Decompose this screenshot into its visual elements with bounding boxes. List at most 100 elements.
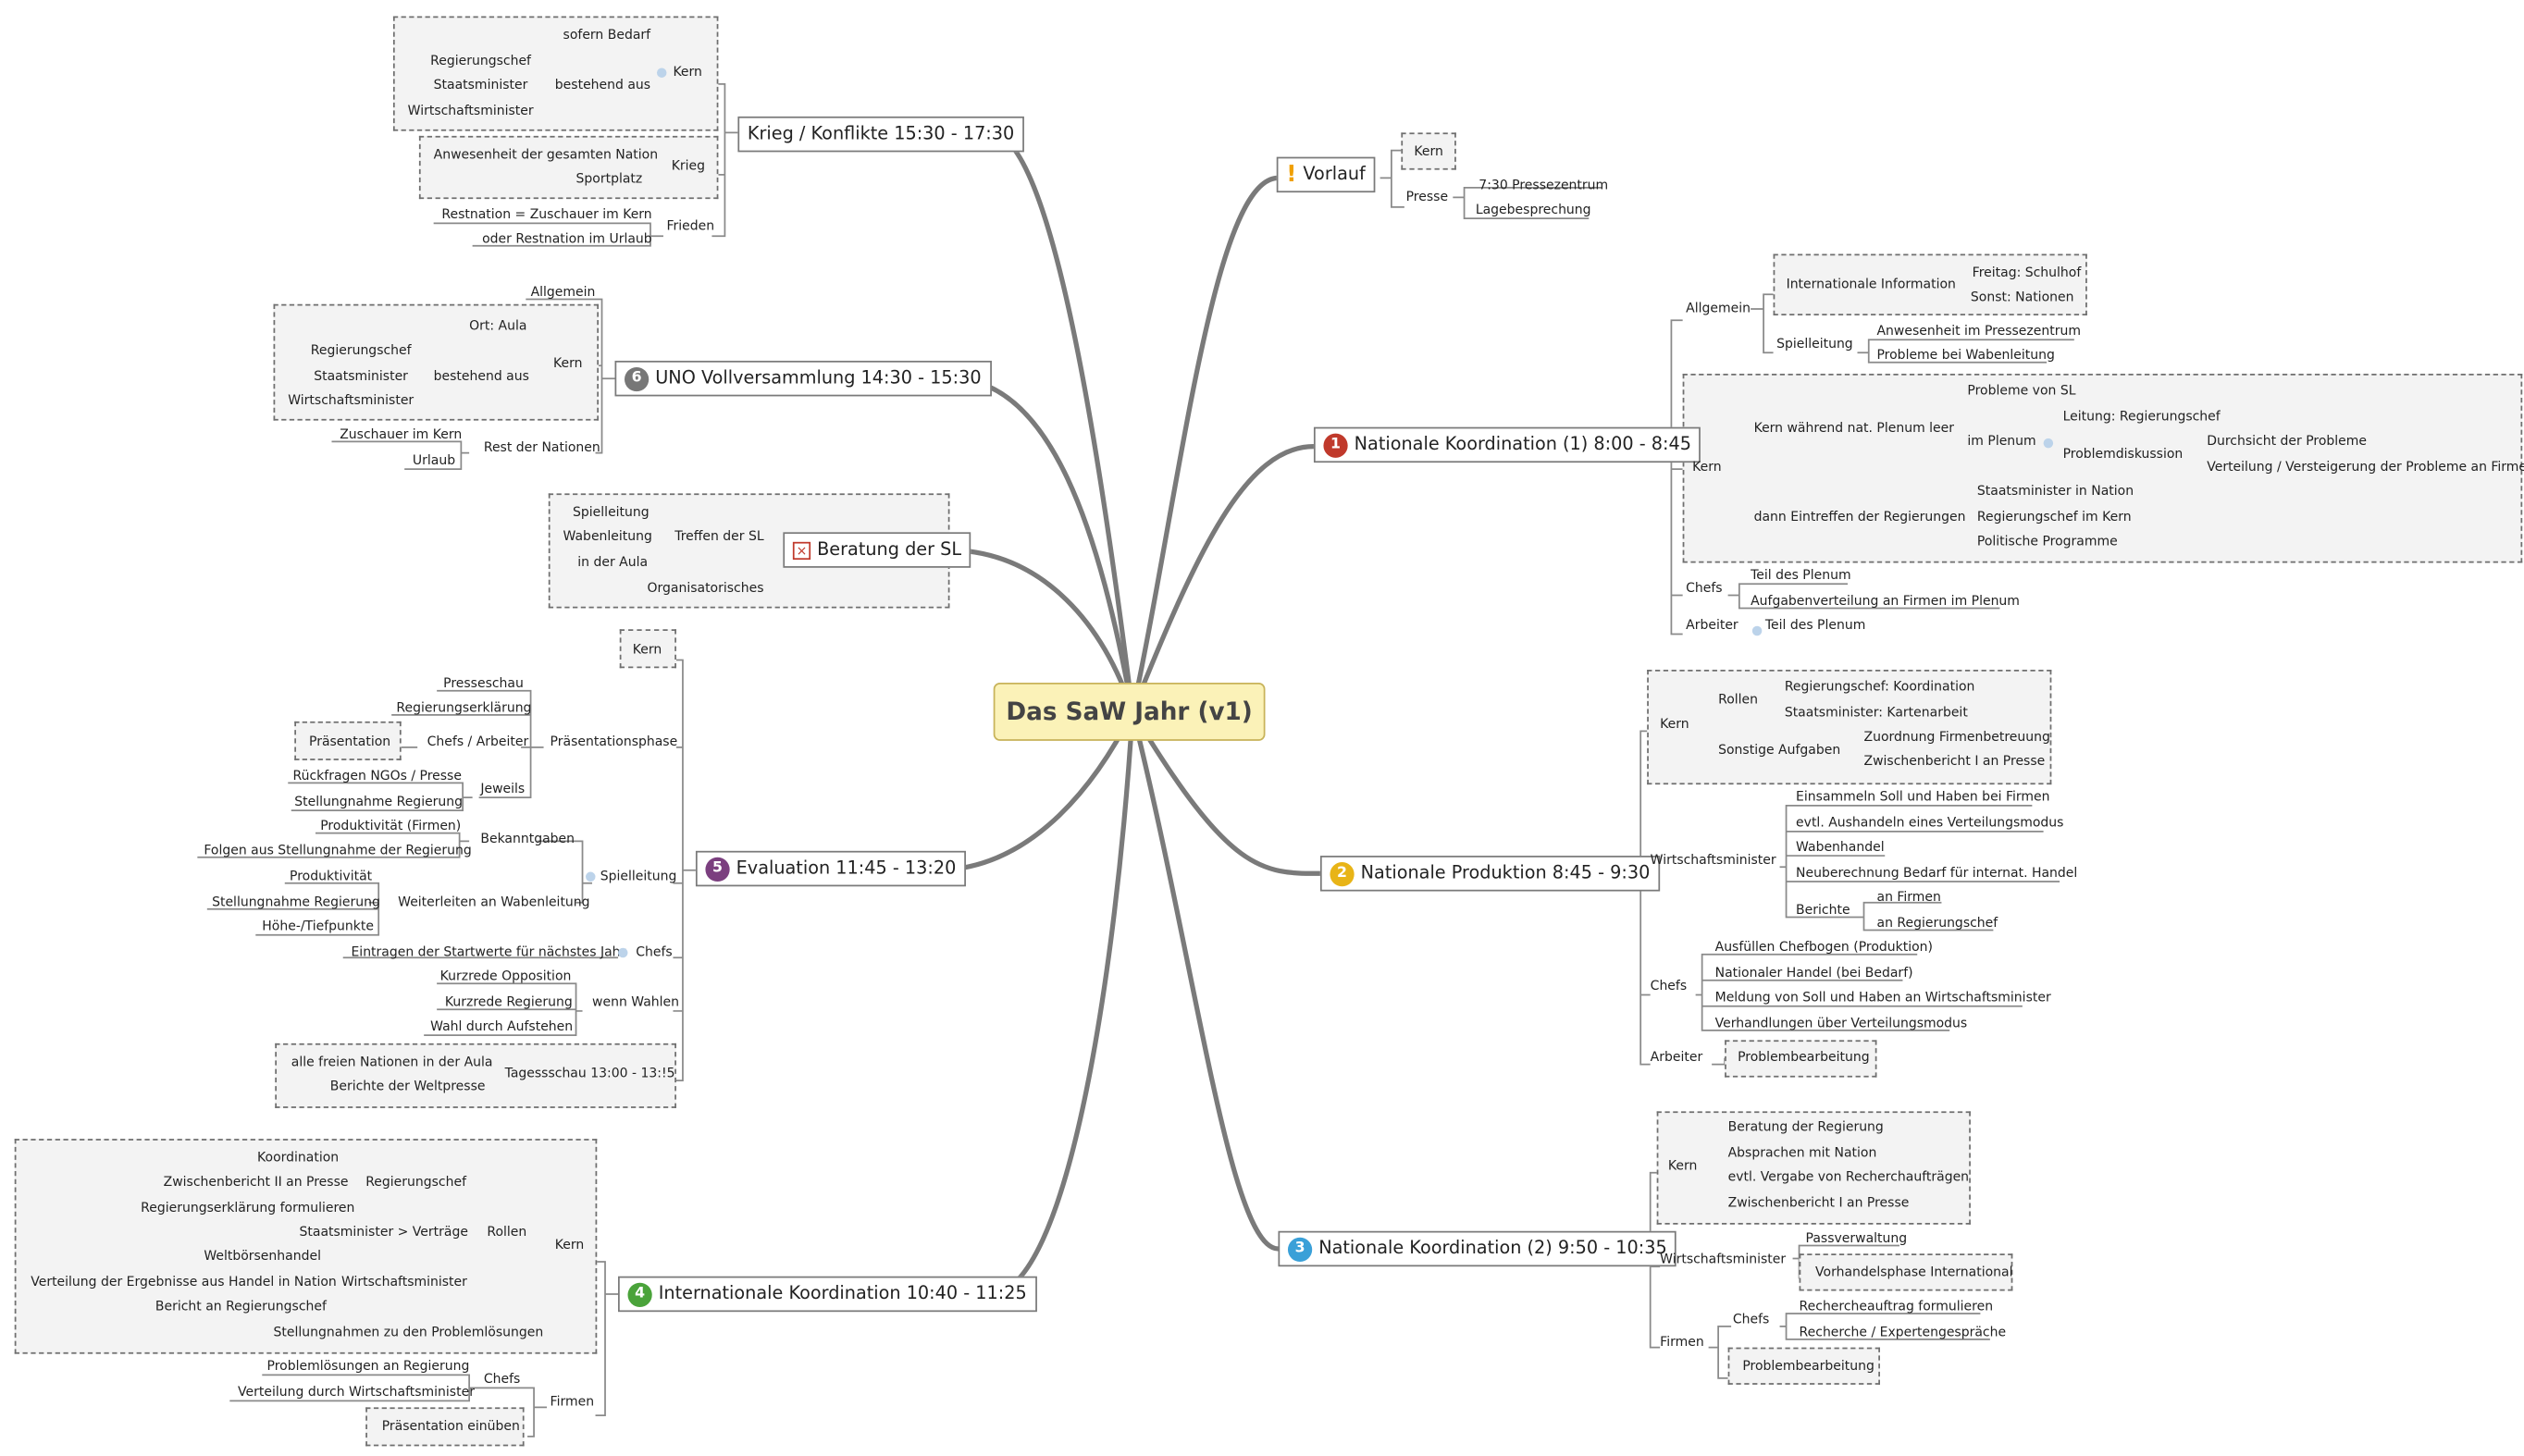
topic-uno-vollversammlung[interactable]: 6 UNO Vollversammlung 14:30 - 15:30 <box>614 360 992 397</box>
node[interactable]: Regierungschef: Koordination <box>1784 679 1975 695</box>
node[interactable]: Weiterleiten an Wabenleitung <box>398 895 590 909</box>
node[interactable]: Probleme von SL <box>1967 383 2076 399</box>
node[interactable]: Zuschauer im Kern <box>340 426 463 442</box>
node[interactable]: Problembearbeitung <box>1738 1049 1870 1065</box>
node[interactable]: Präsentationsphase <box>550 734 678 749</box>
node[interactable]: Staatsminister <box>433 77 528 93</box>
node[interactable]: Kern <box>1692 459 1722 475</box>
node[interactable]: Regierungschef <box>430 53 531 68</box>
topic-evaluation[interactable]: 5 Evaluation 11:45 - 13:20 <box>695 850 966 887</box>
node[interactable]: Spielleitung <box>1776 336 1853 352</box>
node[interactable]: Recherche / Expertengespräche <box>1799 1325 2007 1339</box>
node[interactable]: Teil des Plenum <box>1764 618 1866 633</box>
node[interactable]: Spielleitung <box>600 869 677 883</box>
topic-krieg-konflikte[interactable]: Krieg / Konflikte 15:30 - 17:30 <box>737 116 1024 153</box>
node[interactable]: Produktivität <box>290 869 373 883</box>
node[interactable]: Regierungserklärung <box>396 700 532 715</box>
node[interactable]: Wabenhandel <box>1796 839 1885 855</box>
node[interactable]: Restnation = Zuschauer im Kern <box>441 206 652 222</box>
node[interactable]: Verteilung / Versteigerung der Probleme … <box>2207 459 2524 475</box>
node[interactable]: im Plenum <box>1967 433 2036 449</box>
node[interactable]: Eintragen der Startwerte für nächstes Ja… <box>351 944 626 959</box>
topic-vorlauf[interactable]: ! Vorlauf <box>1276 156 1376 193</box>
node[interactable]: Kern <box>1667 1158 1698 1173</box>
node[interactable]: Arbeiter <box>1650 1049 1703 1065</box>
node[interactable]: Verhandlungen über Verteilungsmodus <box>1714 1016 1968 1030</box>
node[interactable]: Zuordnung Firmenbetreuung <box>1863 729 2050 745</box>
topic-beratung-der-sl[interactable]: × Beratung der SL <box>783 532 971 568</box>
node[interactable]: Presse <box>1405 189 1449 204</box>
node[interactable]: Stellungnahme Regierung <box>212 895 380 909</box>
node[interactable]: Spielleitung <box>573 504 650 520</box>
node[interactable]: Allgemein <box>1686 301 1751 315</box>
node[interactable]: Rollen <box>487 1224 527 1240</box>
node[interactable]: Rest der Nationen <box>483 439 600 455</box>
node[interactable]: Anwesenheit im Pressezentrum <box>1876 323 2081 339</box>
node[interactable]: Koordination <box>257 1150 340 1166</box>
node[interactable]: 7:30 Pressezentrum <box>1479 178 1609 193</box>
node[interactable]: Tagessschau 13:00 - 13:!5 <box>504 1066 675 1081</box>
node[interactable]: Wirtschaftsminister <box>288 392 414 408</box>
node[interactable]: Sportplatz <box>575 171 643 187</box>
node[interactable]: Bekanntgaben <box>480 831 575 846</box>
node[interactable]: an Firmen <box>1876 889 1941 905</box>
node[interactable]: Staatsminister: Kartenarbeit <box>1784 705 1968 721</box>
node[interactable]: Lagebesprechung <box>1475 202 1591 217</box>
collapse-toggle-icon[interactable] <box>1751 625 1763 636</box>
node[interactable]: Leitung: Regierungschef <box>2062 409 2221 425</box>
node[interactable]: Bericht an Regierungschef <box>155 1299 327 1314</box>
node[interactable]: Kern <box>1660 716 1689 732</box>
node[interactable]: Treffen der SL <box>674 528 764 544</box>
node[interactable]: Kurzrede Regierung <box>444 994 573 1010</box>
node[interactable]: Rollen <box>1718 692 1759 708</box>
node[interactable]: Produktivität (Firmen) <box>320 818 462 833</box>
node[interactable]: Chefs <box>1732 1312 1770 1326</box>
node[interactable]: Anwesenheit der gesamten Nation <box>433 147 659 162</box>
node[interactable]: Chefs <box>636 944 673 959</box>
node[interactable]: Zwischenbericht II an Presse <box>163 1174 349 1190</box>
node[interactable]: Wabenleitung <box>563 528 652 544</box>
node[interactable]: Absprachen mit Nation <box>1727 1145 1877 1160</box>
node[interactable]: Kern <box>553 355 583 371</box>
node[interactable]: Berichte der Weltpresse <box>329 1079 486 1094</box>
node[interactable]: Verteilung durch Wirtschaftsminister <box>238 1384 475 1400</box>
node[interactable]: Problemlösungen an Regierung <box>266 1358 470 1374</box>
collapse-toggle-icon[interactable] <box>618 947 628 958</box>
node[interactable]: Nationaler Handel (bei Bedarf) <box>1714 965 1913 981</box>
node[interactable]: Rückfragen NGOs / Presse <box>292 768 462 784</box>
node[interactable]: Vorhandelsphase International <box>1815 1265 2013 1280</box>
node[interactable]: Firmen <box>550 1394 595 1410</box>
node[interactable]: evtl. Aushandeln eines Verteilungsmodus <box>1796 815 2064 831</box>
node[interactable]: Verteilung der Ergebnisse aus Handel in … <box>31 1274 337 1289</box>
node[interactable]: Politische Programme <box>1976 534 2118 549</box>
node[interactable]: Zwischenbericht I an Presse <box>1863 753 2046 769</box>
node[interactable]: Problembearbeitung <box>1742 1358 1874 1374</box>
node[interactable]: bestehend aus <box>554 77 651 93</box>
node[interactable]: Probleme bei Wabenleitung <box>1876 347 2055 363</box>
node[interactable]: Urlaub <box>412 452 456 468</box>
node[interactable]: Rechercheauftrag formulieren <box>1799 1299 1994 1314</box>
node[interactable]: Kern während nat. Plenum leer <box>1753 420 1955 436</box>
node[interactable]: Kern <box>632 642 662 657</box>
node[interactable]: Wahl durch Aufstehen <box>430 1018 574 1034</box>
node[interactable]: evtl. Vergabe von Recherchaufträgen <box>1727 1169 1970 1185</box>
node[interactable]: Wirtschaftsminister <box>407 103 534 118</box>
node[interactable]: Ort: Aula <box>469 318 527 334</box>
node[interactable]: sofern Bedarf <box>563 27 651 43</box>
node[interactable]: Freitag: Schulhof <box>1972 265 2082 280</box>
node[interactable]: Problemdiskussion <box>2062 446 2184 462</box>
node[interactable]: Höhe-/Tiefpunkte <box>262 919 374 933</box>
node[interactable]: Meldung von Soll und Haben an Wirtschaft… <box>1714 990 2051 1005</box>
topic-internationale-koordination[interactable]: 4 Internationale Koordination 10:40 - 11… <box>618 1276 1037 1313</box>
node[interactable]: Kern <box>1414 143 1443 159</box>
node[interactable]: oder Restnation im Urlaub <box>482 231 652 246</box>
node[interactable]: Kern <box>673 64 702 80</box>
node[interactable]: Staatsminister <box>314 368 408 384</box>
node[interactable]: Chefs / Arbeiter <box>427 734 529 749</box>
node[interactable]: Staatsminister > Verträge <box>299 1224 468 1240</box>
node[interactable]: Neuberechnung Bedarf für internat. Hande… <box>1796 865 2078 881</box>
node[interactable]: Regierungserklärung formulieren <box>141 1200 355 1215</box>
node[interactable]: an Regierungschef <box>1876 915 1998 931</box>
node[interactable]: Einsammeln Soll und Haben bei Firmen <box>1796 789 2050 805</box>
node[interactable]: Chefs <box>483 1371 521 1387</box>
